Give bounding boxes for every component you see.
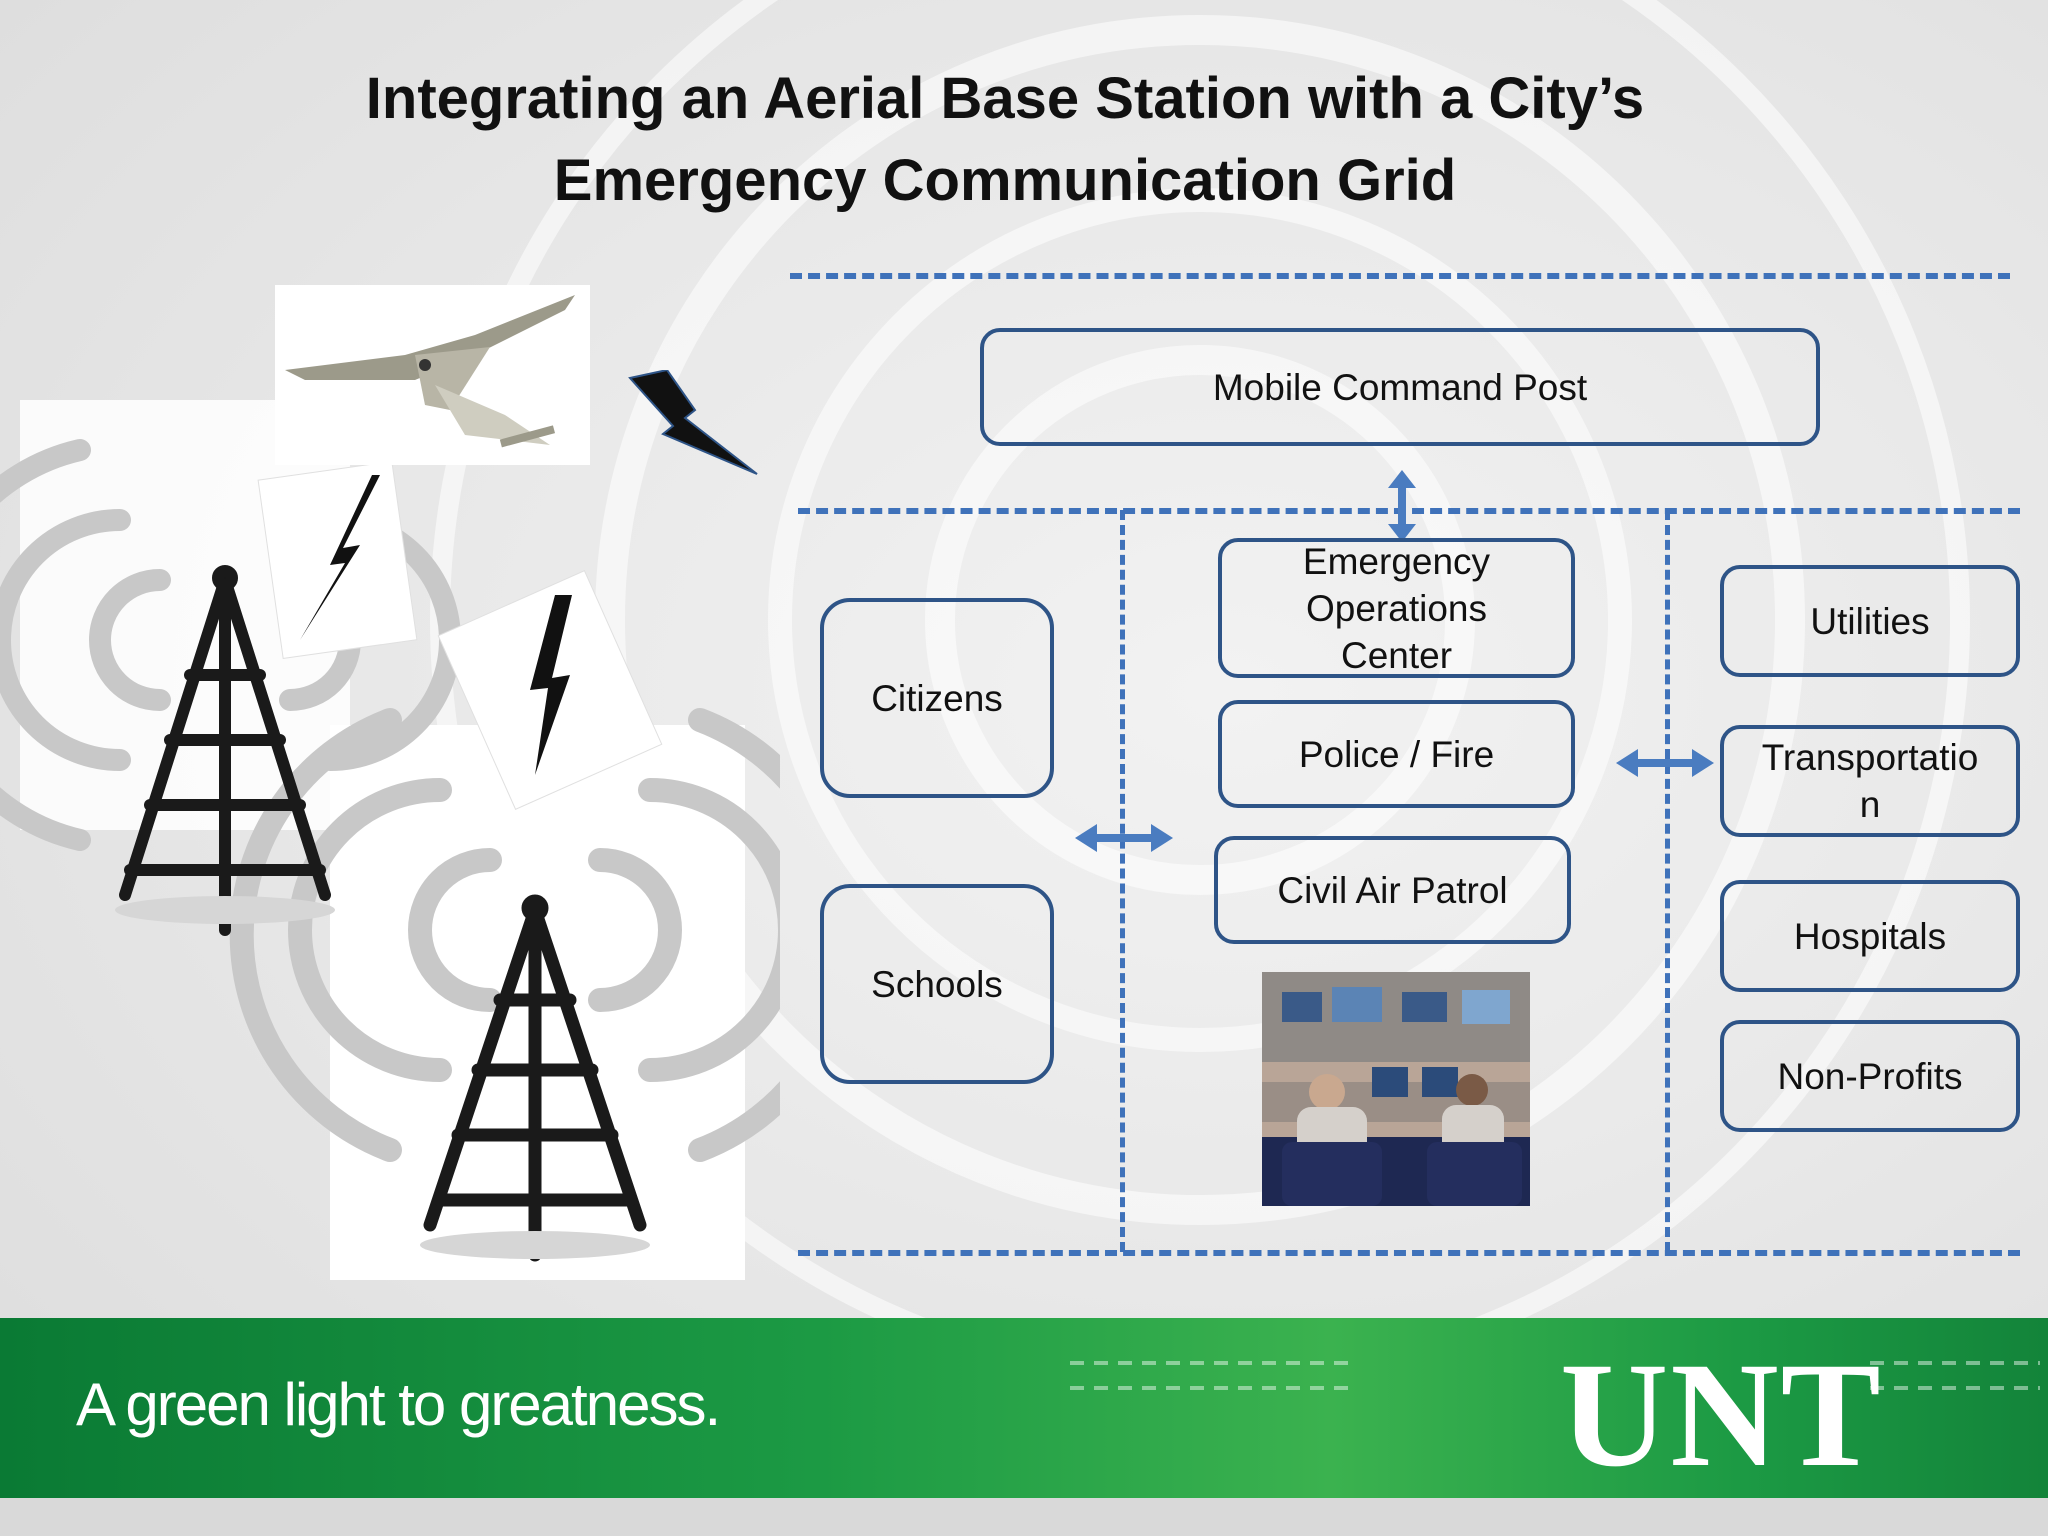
eoc-label-line-3: Center xyxy=(1340,634,1453,676)
emergency-operations-center-box: Emergency Operations Center xyxy=(1218,538,1575,678)
civil-air-patrol-box: Civil Air Patrol xyxy=(1214,836,1571,944)
footer-tagline: A green light to greatness. xyxy=(76,1371,721,1438)
lightning-bolt-icon xyxy=(628,370,758,475)
lightning-card-1 xyxy=(257,460,418,660)
lightning-card-2 xyxy=(437,570,663,810)
footer-banner xyxy=(0,1318,2048,1498)
top-dashed-line xyxy=(790,273,2010,279)
eoc-label-line-1: Emergency xyxy=(1302,540,1491,582)
hospitals-label: Hospitals xyxy=(1793,915,1947,957)
bottom-dashed-line xyxy=(798,1250,2020,1256)
left-dashed-divider xyxy=(1120,510,1125,1252)
schools-box: Schools xyxy=(820,884,1054,1084)
radio-tower-icon-2 xyxy=(423,894,647,1262)
middle-dashed-line xyxy=(798,508,2020,514)
title-line-1: Integrating an Aerial Base Station with … xyxy=(365,66,1645,131)
schools-label: Schools xyxy=(871,963,1003,1005)
right-double-arrow-icon xyxy=(1616,749,1714,777)
transportation-label-line-1: Transportatio xyxy=(1761,737,1979,778)
drone-icon xyxy=(275,285,590,465)
mobile-command-post-label: Mobile Command Post xyxy=(1212,366,1588,408)
footer-strip xyxy=(0,1498,2048,1536)
non-profits-label: Non-Profits xyxy=(1777,1055,1963,1097)
transportation-box: Transportatio n xyxy=(1720,725,2020,837)
right-dashed-divider xyxy=(1665,510,1670,1252)
slide-title: Integrating an Aerial Base Station with … xyxy=(0,58,2010,222)
unt-logo: UNT xyxy=(1560,1332,1883,1498)
transportation-label-line-2: n xyxy=(1859,784,1881,825)
control-room-photo xyxy=(1262,972,1530,1206)
vertical-arrow-icon xyxy=(1388,470,1416,542)
radio-tower-icon xyxy=(119,565,331,936)
citizens-label: Citizens xyxy=(871,677,1003,719)
police-fire-label: Police / Fire xyxy=(1298,733,1495,775)
civil-air-patrol-label: Civil Air Patrol xyxy=(1277,869,1508,911)
hospitals-box: Hospitals xyxy=(1720,880,2020,992)
title-line-2: Emergency Communication Grid xyxy=(553,148,1457,213)
eoc-label-line-2: Operations xyxy=(1306,587,1487,629)
utilities-label: Utilities xyxy=(1810,600,1930,642)
left-double-arrow-icon xyxy=(1075,824,1173,852)
mobile-command-post-box: Mobile Command Post xyxy=(980,328,1820,446)
citizens-box: Citizens xyxy=(820,598,1054,798)
tower-illustration xyxy=(0,400,780,1280)
non-profits-box: Non-Profits xyxy=(1720,1020,2020,1132)
utilities-box: Utilities xyxy=(1720,565,2020,677)
police-fire-box: Police / Fire xyxy=(1218,700,1575,808)
